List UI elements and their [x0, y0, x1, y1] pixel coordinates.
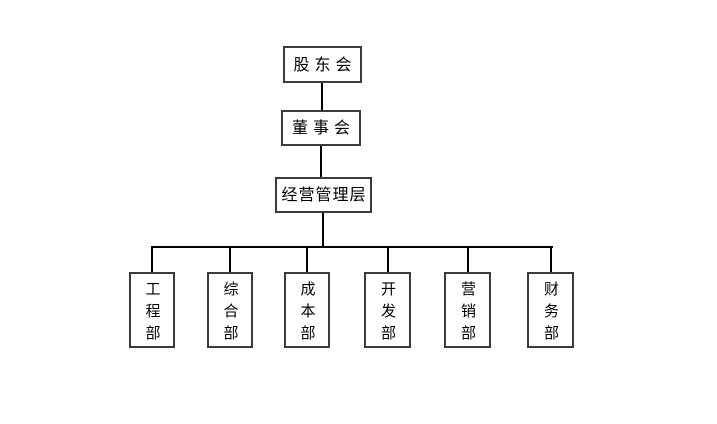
org-node-dept-finance: 财务部: [527, 272, 574, 348]
org-node-dept-engineering-label: 工程部: [143, 280, 162, 347]
org-node-dept-engineering: 工程部: [129, 272, 175, 348]
org-node-dept-development: 开发部: [364, 272, 411, 348]
connector-drop-development: [387, 246, 389, 273]
org-node-dept-marketing: 营销部: [444, 272, 491, 348]
org-node-management-label: 经营管理层: [281, 185, 367, 204]
org-node-board-label: 董事会: [291, 118, 355, 137]
org-node-dept-cost-label: 成本部: [298, 280, 317, 347]
connector-shareholders-board: [321, 83, 323, 110]
connector-management-rail: [322, 213, 324, 247]
connector-drop-marketing: [467, 246, 469, 273]
org-node-management: 经营管理层: [275, 177, 372, 213]
org-node-dept-general: 综合部: [207, 272, 253, 348]
connector-rail: [151, 246, 553, 248]
org-node-dept-general-label: 综合部: [221, 280, 240, 347]
org-node-dept-cost: 成本部: [284, 272, 330, 348]
org-node-dept-marketing-label: 营销部: [459, 280, 477, 347]
connector-board-management: [320, 146, 322, 177]
connector-drop-cost: [306, 246, 308, 273]
org-node-shareholders: 股东会: [283, 46, 362, 83]
org-node-dept-development-label: 开发部: [379, 280, 397, 347]
org-node-shareholders-label: 股东会: [293, 54, 357, 74]
org-node-dept-finance-label: 财务部: [542, 280, 560, 347]
connector-drop-general: [229, 246, 231, 273]
org-node-board: 董事会: [281, 110, 361, 146]
connector-drop-engineering: [151, 246, 153, 273]
connector-drop-finance: [550, 246, 552, 273]
